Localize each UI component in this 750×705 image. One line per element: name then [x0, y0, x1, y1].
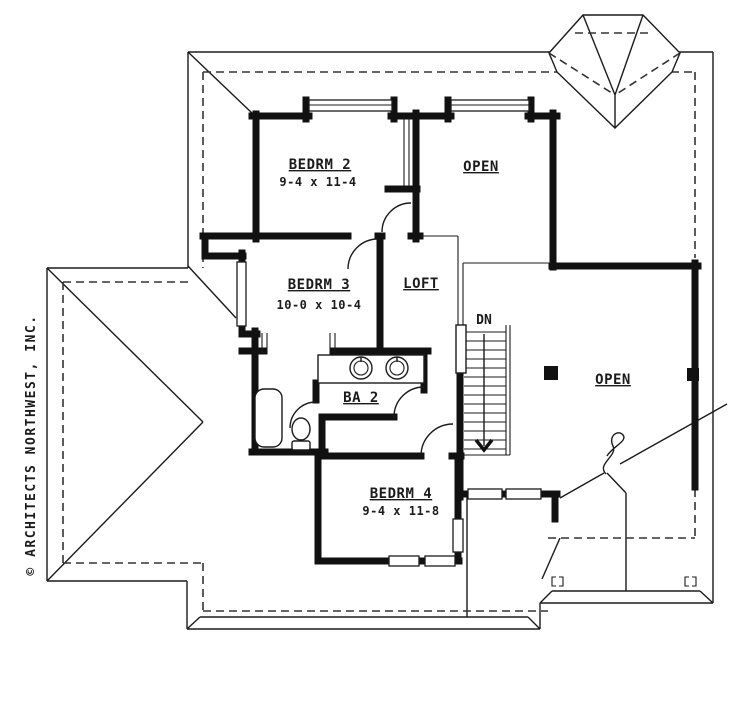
bedrm4-label: BEDRM 4	[370, 486, 433, 502]
roof-outline	[46, 51, 728, 630]
roof-overhang-dashed	[62, 71, 696, 612]
stair-newel	[455, 324, 467, 374]
door-arcs	[289, 202, 454, 457]
door-arc	[420, 423, 454, 457]
door-arc	[289, 401, 317, 429]
loft-label: LOFT	[403, 276, 439, 292]
lower-roof-lines	[466, 403, 728, 617]
break-line-icon	[602, 432, 625, 475]
stair-treads	[464, 331, 506, 450]
post-column	[544, 366, 558, 380]
stairs-dn-label: DN	[476, 313, 492, 328]
bedrm2-dims: 9-4 x 11-4	[279, 175, 356, 189]
door-arc	[347, 238, 379, 270]
staircase	[420, 235, 552, 456]
copyright-text: © ARCHITECTS NORTHWEST, INC.	[24, 314, 39, 575]
sink-icon	[385, 356, 409, 380]
roof-bracket-marks	[551, 576, 697, 587]
stair-railing	[420, 235, 552, 325]
sink-icon	[349, 356, 373, 380]
open-upper-label: OPEN	[463, 159, 499, 175]
bedrm2-label: BEDRM 2	[289, 157, 352, 173]
stair-stringer	[462, 325, 511, 456]
closet-lines	[261, 116, 410, 353]
bedrm3-label: BEDRM 3	[288, 277, 351, 293]
bath2-label: BA 2	[343, 390, 379, 406]
hip-roof-left	[46, 265, 237, 582]
window	[467, 488, 503, 500]
window	[236, 261, 247, 327]
window	[452, 518, 464, 553]
windows	[236, 99, 542, 567]
bedrm3-dims: 10-0 x 10-4	[277, 298, 362, 312]
window	[424, 555, 456, 567]
toilet-icon	[291, 417, 311, 451]
turret-roof-icon	[548, 14, 681, 129]
window	[505, 488, 542, 500]
bathroom-fixtures	[254, 354, 425, 451]
wall-stub	[687, 368, 699, 381]
eave-bands	[186, 581, 714, 630]
down-arrow-icon	[474, 334, 494, 453]
window	[388, 555, 420, 567]
bathtub-icon	[254, 388, 283, 448]
door-arc	[393, 386, 425, 418]
door-arc	[381, 202, 412, 233]
bedrm4-dims: 9-4 x 11-8	[362, 504, 439, 518]
open-right-label: OPEN	[595, 372, 631, 388]
